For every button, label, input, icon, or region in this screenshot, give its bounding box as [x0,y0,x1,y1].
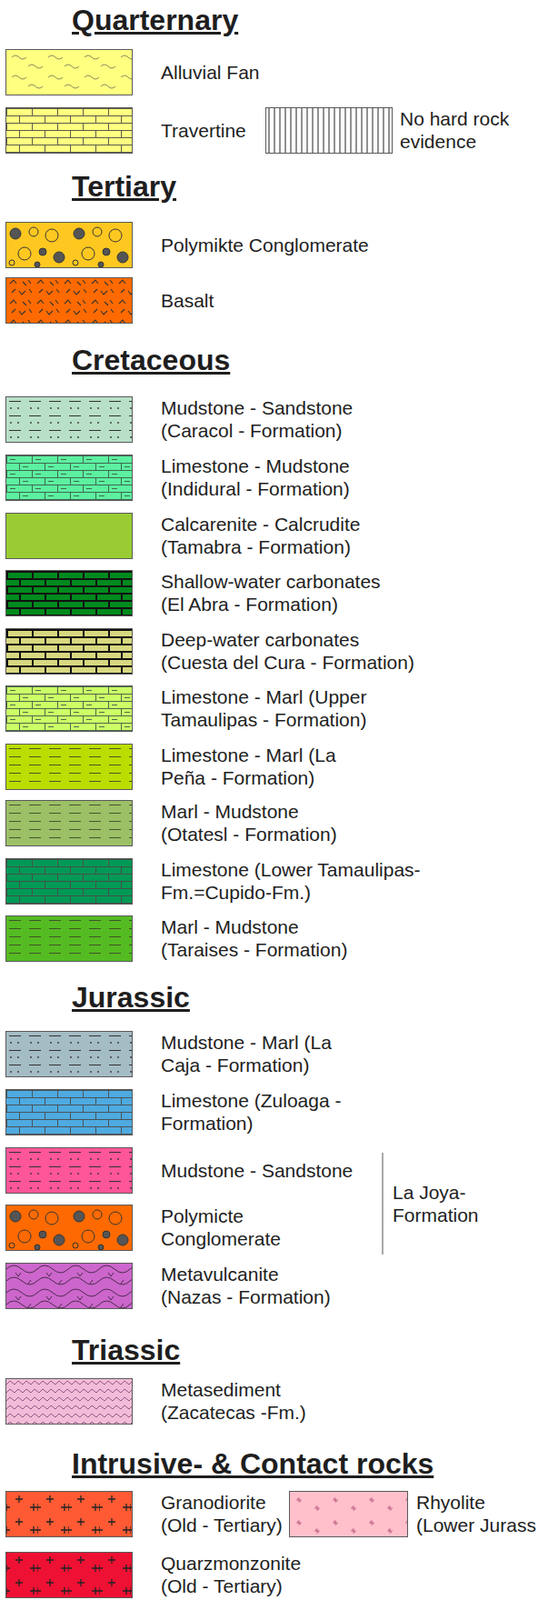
swatch-pattern [6,1089,132,1135]
swatch-pattern [6,916,132,961]
swatch-pattern [289,1491,408,1536]
period-heading: Cretaceous [71,342,230,378]
legend-text: Metavulcanite (Nazas - Formation) [160,1262,334,1308]
legend-text: Travertine [160,119,250,142]
legend-swatch [5,396,133,443]
legend-text: Metasediment (Zacatecas -Fm.) [160,1377,309,1424]
legend-text: Granodiorite (Old - Tertiary) [160,1490,287,1536]
period-heading: Quarternary [71,2,239,38]
legend-text: Limestone - Marl (Upper Tamaulipas - For… [160,685,434,731]
swatch-pattern [6,455,132,500]
swatch-pattern [6,570,132,616]
legend-text: Mudstone - Sandstone [160,1158,357,1182]
swatch-pattern [6,800,132,846]
legend-text: Alluvial Fan [160,60,263,84]
legend-text: No hard rock evidence [399,107,537,153]
legend-text: Mudstone - Marl (La Caja - Formation) [160,1030,346,1077]
period-heading: Tertiary [71,169,177,204]
legend-swatch [5,1262,133,1309]
legend-swatch [5,1204,133,1251]
legend-swatch [5,1490,133,1537]
swatch-pattern [6,858,132,904]
legend-swatch [265,107,393,154]
legend-swatch [5,569,133,617]
legend-text: Mudstone - Sandstone (Caracol - Formatio… [160,396,357,442]
legend-swatch [5,743,133,790]
legend-swatch [5,277,133,324]
swatch-pattern [6,1031,132,1077]
legend-text: Polymikte Conglomerate [160,233,372,257]
swatch-pattern [6,397,132,442]
period-heading: Triassic [71,1332,180,1367]
legend-text: Basalt [160,288,218,312]
swatch-pattern [6,1378,132,1424]
swatch-pattern [6,1147,132,1193]
legend-swatch [5,454,133,501]
legend-swatch [5,1088,133,1136]
legend-swatch [5,915,133,962]
swatch-pattern [6,1263,132,1308]
legend-swatch [5,857,133,905]
legend-swatch [5,1551,133,1598]
swatch-pattern [266,108,392,153]
legend-text: Limestone - Mudstone (Indidural - Format… [160,454,353,500]
period-heading: Intrusive- & Contact rocks [71,1445,434,1481]
legend-text: Rhyolite (Lower Jurass [416,1490,539,1536]
legend-swatch [288,1490,409,1537]
swatch-pattern [6,686,132,731]
swatch-pattern [6,1552,132,1597]
period-heading: Jurassic [71,979,190,1015]
legend-text: Limestone (Zuloaga - Formation) [160,1088,349,1135]
legend-text: Marl - Mudstone (Otatesl - Formation) [160,799,340,846]
swatch-pattern [6,1205,132,1250]
legend-text: Marl - Mudstone (Taraises - Formation) [160,915,351,961]
swatch-pattern [6,49,132,95]
legend-text: Polymicte Conglomerate [160,1204,289,1250]
legend-swatch [5,1146,133,1194]
swatch-pattern [6,628,132,674]
swatch-pattern [6,1491,132,1536]
legend-swatch [5,799,133,847]
legend-swatch [5,49,133,96]
legend-swatch [5,685,133,732]
la-joya-bracket [382,1152,384,1255]
group-label: La Joya-Formation [392,1180,489,1226]
legend-text: Quarzmonzonite (Old - Tertiary) [160,1551,305,1597]
swatch-pattern [6,278,132,323]
swatch-pattern [6,108,132,153]
legend-swatch [5,221,133,269]
legend-text: Shallow-water carbonates (El Abra - Form… [160,569,384,616]
legend-swatch [5,512,133,559]
legend-text: Limestone (Lower Tamaulipas-Fm.=Cupido-F… [160,857,481,904]
legend-swatch [5,1030,133,1077]
legend-swatch [5,1377,133,1425]
legend-text: Calcarenite - Calcrudite (Tamabra - Form… [160,512,364,558]
legend-text: Deep-water carbonates (Cuesta del Cura -… [160,627,418,674]
swatch-pattern [6,222,132,268]
legend-text: Limestone - Marl (La Peña - Formation) [160,743,351,789]
legend-swatch [5,107,133,154]
swatch-pattern [6,744,132,789]
legend-swatch [5,627,133,675]
